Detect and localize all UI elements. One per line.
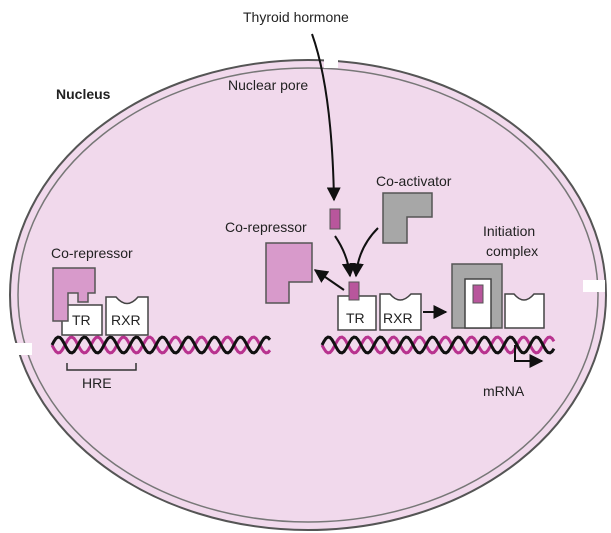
hormone-to-tr-arrow	[334, 235, 356, 278]
rxr-right-label: RXR	[383, 310, 413, 326]
co-repressor-left-label: Co-repressor	[51, 245, 133, 261]
nuclear-pore-label: Nuclear pore	[228, 77, 308, 93]
rxr-receptor-complex	[504, 293, 545, 329]
mrna-arrow	[514, 345, 544, 368]
initiation-complex	[451, 263, 545, 329]
nuclear-pore-right	[583, 280, 605, 292]
bound-hormone-complex	[472, 284, 484, 304]
nucleus	[9, 52, 607, 531]
initiation-label-line2: complex	[486, 243, 538, 259]
hre-label: HRE	[82, 375, 112, 391]
co-activator-shape	[382, 192, 433, 244]
nucleus-label: Nucleus	[56, 86, 111, 102]
hre-bracket	[66, 363, 137, 371]
rxr-left-label: RXR	[111, 312, 141, 328]
initiation-label-line1: Initiation	[483, 223, 535, 239]
tr-receptor-right	[337, 295, 377, 331]
nucleus-outer-membrane	[9, 59, 607, 531]
nucleus-inner-membrane	[17, 67, 599, 523]
mrna-label: mRNA	[483, 383, 525, 399]
tr-right-label: TR	[346, 310, 365, 326]
left-receptor-complex	[52, 267, 149, 371]
thyroid-hormone-label: Thyroid hormone	[243, 9, 349, 25]
co-activator-label: Co-activator	[376, 173, 452, 189]
thyroid-hormone-molecule	[329, 208, 341, 230]
co-repressor-left-shape	[52, 267, 96, 322]
tr-left-label: TR	[72, 312, 91, 328]
nuclear-pore-left	[10, 343, 32, 355]
corepressor-release-arrow	[313, 269, 345, 291]
co-repressor-middle-label: Co-repressor	[225, 219, 307, 235]
nuclear-pore-top	[324, 52, 338, 68]
rxr-receptor-left	[105, 296, 149, 336]
dna-left	[50, 335, 272, 355]
rxr-receptor-right	[379, 293, 422, 331]
right-receptor-complex	[337, 281, 422, 331]
bound-hormone	[348, 281, 360, 301]
hormone-entry-arrow	[311, 33, 341, 202]
co-repressor-middle-shape	[265, 242, 313, 304]
coactivator-to-tr-arrow	[349, 227, 379, 278]
